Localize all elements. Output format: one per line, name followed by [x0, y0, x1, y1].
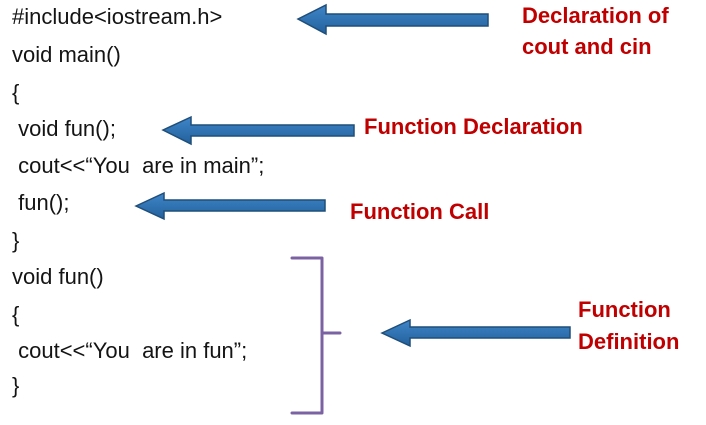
arrow-to-function-declaration: [161, 115, 355, 146]
label-declaration-of: Declaration of: [522, 3, 669, 28]
code-line-include: #include<iostream.h>: [12, 4, 223, 29]
code-line-main-close-brace: }: [12, 228, 20, 253]
code-line-cout-fun: cout<<“You are in fun”;: [12, 338, 248, 363]
label-cout-and-cin: cout and cin: [522, 34, 652, 59]
code-line-fun-call: fun();: [12, 190, 70, 215]
arrow-to-function-definition: [380, 318, 571, 348]
code-line-fun-signature: void fun(): [12, 264, 104, 289]
label-function-declaration: Function Declaration: [364, 114, 583, 139]
definition-bracket: [290, 256, 342, 415]
code-line-cout-main: cout<<“You are in main”;: [12, 153, 265, 178]
code-line-main-signature: void main(): [12, 42, 121, 67]
code-line-main-open-brace: {: [12, 80, 20, 105]
label-function: Function: [578, 297, 671, 322]
code-line-fun-open-brace: {: [12, 302, 20, 327]
label-function-call: Function Call: [350, 199, 490, 224]
code-line-fun-declaration: void fun();: [12, 116, 116, 141]
code-line-fun-close-brace: }: [12, 373, 20, 398]
arrow-to-function-call: [134, 191, 326, 221]
label-definition: Definition: [578, 329, 680, 354]
arrow-to-include-line: [296, 3, 489, 36]
